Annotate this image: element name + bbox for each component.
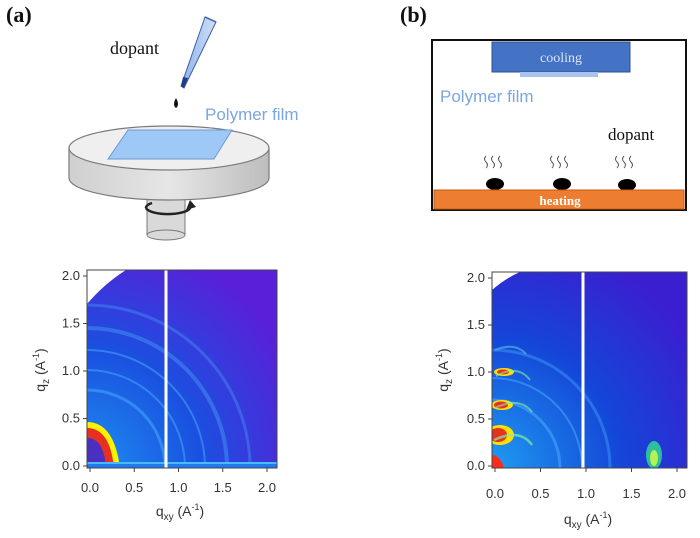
- y-tick-label: 1.0: [62, 363, 80, 378]
- dopant-drop-icon: [174, 98, 178, 108]
- cooling-film: [520, 72, 598, 77]
- x-tick-label: 2.0: [668, 486, 686, 501]
- dopant-blob-icon: [618, 179, 636, 191]
- dopant-label-b: dopant: [608, 125, 655, 144]
- spin-coater-icon: [68, 125, 270, 241]
- panel-b: (b) cooling Polymer film dopant heating: [400, 2, 687, 211]
- giwaxs-b-ticks: 0.0 0.5 1.0 1.5 2.0 0.0 0.5 1.0 1.5 2.0: [467, 270, 686, 501]
- y-tick-label: 0.5: [62, 411, 80, 426]
- polymer-film-label: Polymer film: [205, 105, 299, 124]
- x-tick-label: 1.0: [169, 480, 187, 495]
- vapor-icon: [484, 155, 633, 169]
- giwaxs-a-ylabel: qz (A-1): [31, 348, 52, 391]
- polymer-film-label-b: Polymer film: [440, 87, 534, 106]
- giwaxs-image-b: [492, 272, 687, 468]
- y-tick-label: 1.5: [467, 317, 485, 332]
- y-tick-label: 1.0: [467, 364, 485, 379]
- x-tick-label: 0.0: [486, 486, 504, 501]
- panel-a: (a) dopant Polymer film: [6, 2, 299, 241]
- giwaxs-a-xlabel: qxy (A-1): [156, 502, 204, 523]
- panel-b-label: (b): [400, 2, 427, 27]
- pipette-icon: [180, 16, 217, 89]
- heating-block: [433, 189, 685, 210]
- giwaxs-image-a: [87, 270, 277, 468]
- y-tick-label: 0.0: [467, 458, 485, 473]
- panel-a-label: (a): [6, 2, 32, 27]
- y-tick-label: 0.0: [62, 458, 80, 473]
- dopant-label: dopant: [110, 38, 159, 58]
- dopant-blob-icon: [486, 178, 504, 190]
- x-tick-label: 1.5: [214, 480, 232, 495]
- y-tick-label: 1.5: [62, 316, 80, 331]
- heating-label: heating: [539, 193, 581, 208]
- x-tick-label: 0.5: [125, 480, 143, 495]
- x-tick-label: 1.5: [622, 486, 640, 501]
- dopant-sources: [484, 155, 636, 191]
- x-tick-label: 0.5: [531, 486, 549, 501]
- dopant-blob-icon: [553, 178, 571, 190]
- lamellar-peaks: [492, 345, 534, 446]
- y-tick-label: 0.5: [467, 411, 485, 426]
- y-tick-label: 2.0: [62, 268, 80, 283]
- x-tick-label: 0.0: [81, 480, 99, 495]
- x-tick-label: 1.0: [577, 486, 595, 501]
- cooling-block: [491, 41, 631, 73]
- x-tick-label: 2.0: [258, 480, 276, 495]
- giwaxs-a-ticks: 0.0 0.5 1.0 1.5 2.0 0.0 0.5 1.0 1.5 2.0: [62, 268, 276, 495]
- giwaxs-b-xlabel: qxy (A-1): [564, 510, 612, 531]
- giwaxs-b-ylabel: qz (A-1): [434, 348, 455, 391]
- cooling-label: cooling: [540, 51, 582, 66]
- y-tick-label: 2.0: [467, 270, 485, 285]
